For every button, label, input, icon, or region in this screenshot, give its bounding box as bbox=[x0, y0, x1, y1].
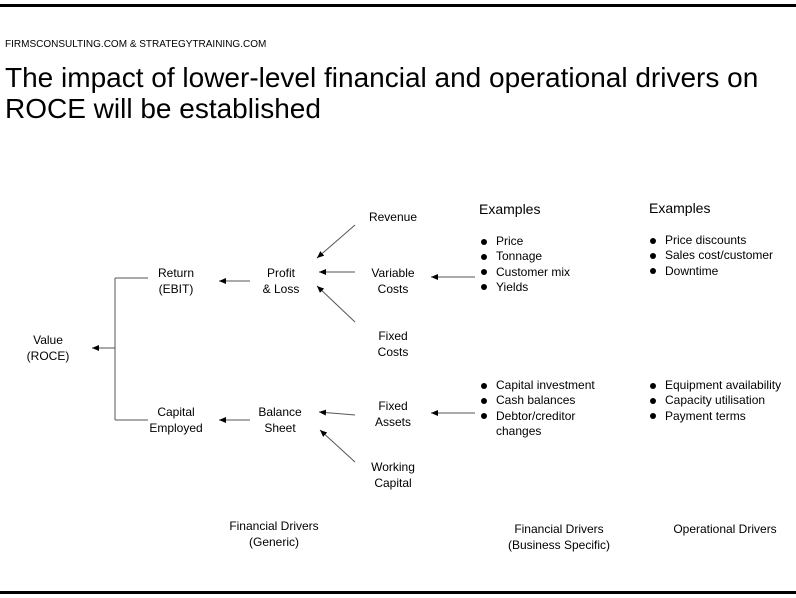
list-item: Downtime bbox=[649, 264, 789, 279]
footer-operational: Operational Drivers bbox=[673, 522, 777, 536]
footer-financial-specific: Financial Drivers (Business Specific) bbox=[507, 522, 611, 552]
list-item: Payment terms bbox=[649, 409, 794, 424]
operational-assets-examples-list: Equipment availability Capacity utilisat… bbox=[649, 378, 794, 424]
top-rule bbox=[0, 4, 796, 7]
slide-title: The impact of lower-level financial and … bbox=[5, 62, 759, 124]
list-item: Customer mix bbox=[480, 265, 600, 280]
arrow-workingcap-to-bs bbox=[319, 429, 356, 463]
node-profit-loss: Profit & Loss bbox=[262, 266, 300, 296]
node-fixed-assets: Fixed Assets bbox=[374, 399, 411, 429]
list-item: Yields bbox=[480, 280, 600, 295]
list-item: Sales cost/customer bbox=[649, 248, 789, 263]
arrow-fixedassets-to-bs bbox=[318, 409, 356, 416]
list-item: Debtor/creditor changes bbox=[480, 409, 602, 440]
operational-examples-heading: Examples bbox=[649, 200, 711, 216]
bottom-rule bbox=[0, 591, 796, 594]
node-revenue: Revenue bbox=[368, 210, 418, 224]
financial-assets-examples-list: Capital investment Cash balances Debtor/… bbox=[480, 378, 602, 439]
node-value-roce: Value (ROCE) bbox=[26, 333, 70, 363]
list-item: Capital investment bbox=[480, 378, 602, 393]
financial-costs-examples-list: Price Tonnage Customer mix Yields bbox=[480, 234, 600, 295]
node-balance-sheet: Balance Sheet bbox=[258, 405, 302, 435]
list-item: Equipment availability bbox=[649, 378, 794, 393]
list-item: Price discounts bbox=[649, 233, 789, 248]
list-item: Cash balances bbox=[480, 393, 602, 408]
list-item: Tonnage bbox=[480, 249, 600, 264]
node-return-ebit: Return (EBIT) bbox=[157, 266, 195, 296]
operational-costs-examples-list: Price discounts Sales cost/customer Down… bbox=[649, 233, 789, 279]
financial-examples-heading: Examples bbox=[479, 201, 541, 217]
node-capital-employed: Capital Employed bbox=[149, 405, 203, 435]
node-fixed-costs: Fixed Costs bbox=[377, 329, 409, 359]
footer-financial-generic: Financial Drivers (Generic) bbox=[229, 519, 319, 549]
node-working-capital: Working Capital bbox=[371, 460, 415, 490]
arrow-fixedcosts-to-pl bbox=[316, 285, 356, 323]
arrow-revenue-to-pl bbox=[316, 224, 356, 259]
brand-text: FIRMSCONSULTING.COM & STRATEGYTRAINING.C… bbox=[5, 39, 267, 50]
list-item: Capacity utilisation bbox=[649, 393, 794, 408]
node-variable-costs: Variable Costs bbox=[371, 266, 415, 296]
list-item: Price bbox=[480, 234, 600, 249]
